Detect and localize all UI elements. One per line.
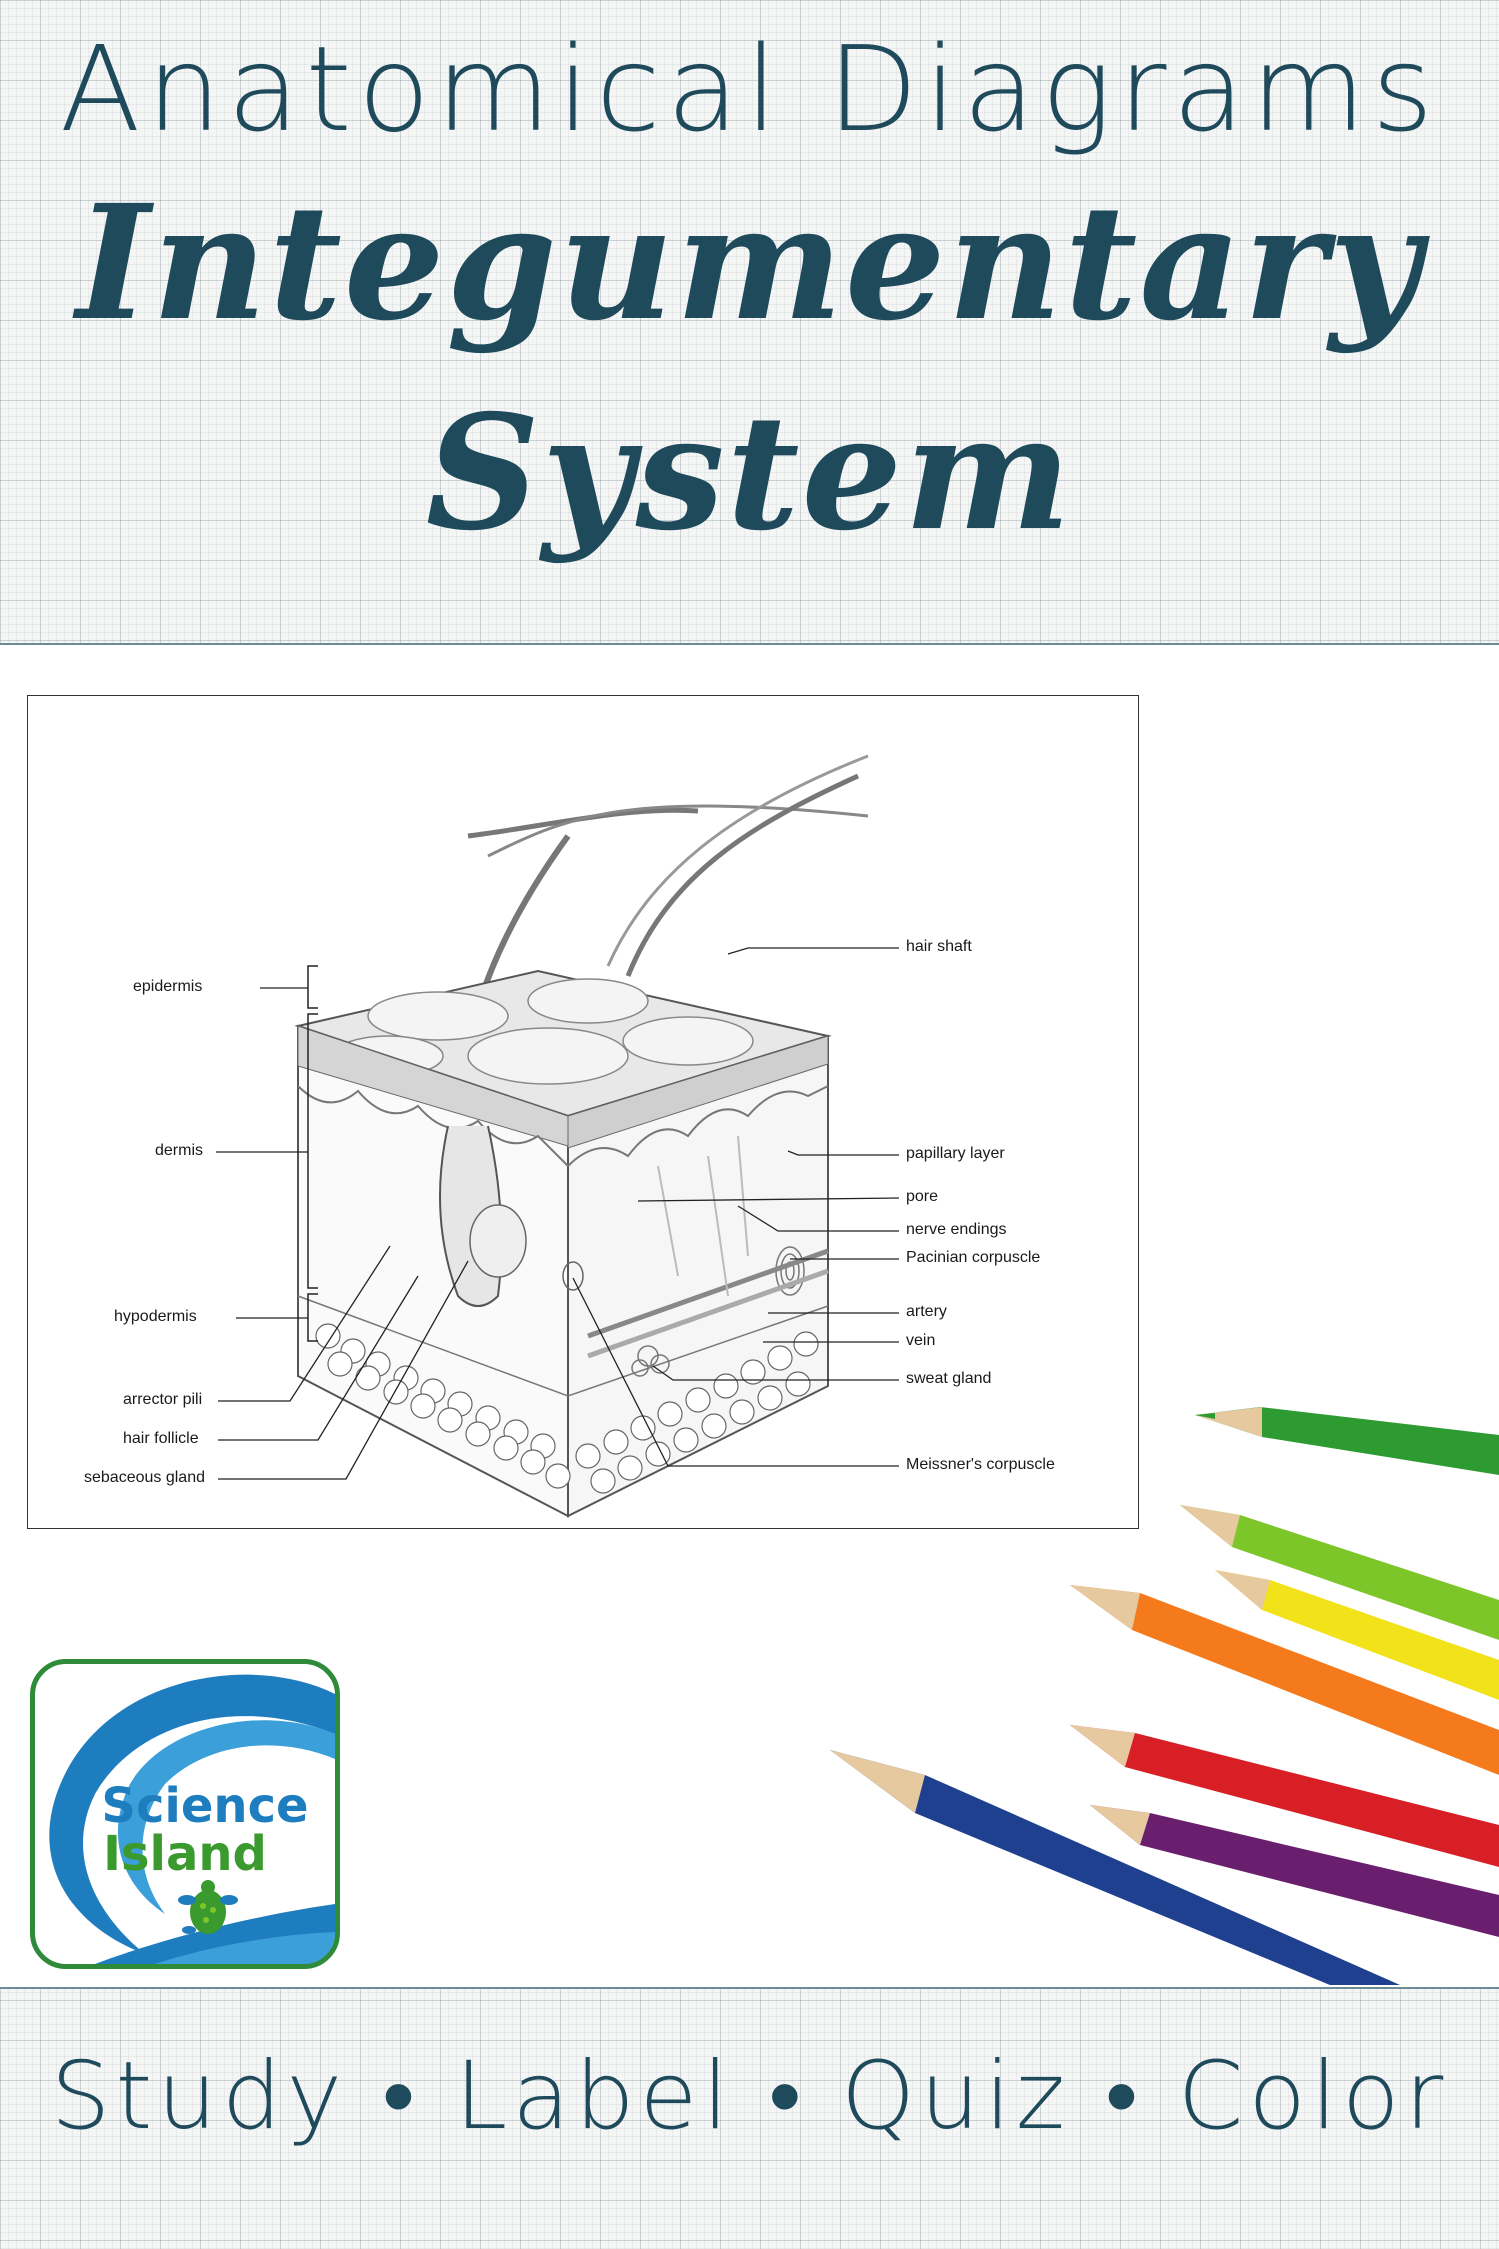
label-epidermis: epidermis bbox=[133, 978, 203, 995]
pencil-green-icon bbox=[1195, 1407, 1499, 1475]
label-sebaceous-gland: sebaceous gland bbox=[84, 1469, 205, 1486]
label-hair-shaft: hair shaft bbox=[906, 938, 972, 955]
label-hair-follicle: hair follicle bbox=[123, 1430, 199, 1447]
pencil-lightgreen-icon bbox=[1180, 1505, 1499, 1640]
content-panel: epidermis dermis hypodermis arrector pil… bbox=[0, 643, 1499, 1989]
subtitle-heading: Anatomical Diagrams bbox=[59, 20, 1440, 158]
wave-graphic bbox=[49, 1674, 335, 1964]
label-papillary-layer: papillary layer bbox=[906, 1145, 1005, 1162]
turtle-icon bbox=[178, 1880, 238, 1934]
label-hypodermis: hypodermis bbox=[114, 1308, 197, 1325]
skin-diagram: epidermis dermis hypodermis arrector pil… bbox=[27, 695, 1139, 1529]
label-pacinian-corpuscle: Pacinian corpuscle bbox=[906, 1249, 1041, 1266]
footer-tagline: Study • Label • Quiz • Color bbox=[50, 2042, 1449, 2151]
label-pore: pore bbox=[906, 1188, 939, 1205]
skin-cross-section-drawing bbox=[216, 754, 900, 1518]
label-sweat-gland: sweat gland bbox=[906, 1370, 992, 1387]
label-dermis: dermis bbox=[155, 1142, 204, 1159]
pencil-yellow-icon bbox=[1215, 1570, 1499, 1700]
label-arrector-pili: arrector pili bbox=[123, 1391, 203, 1408]
label-meissners-corpuscle: Meissner's corpuscle bbox=[906, 1456, 1055, 1473]
title-line-2: System bbox=[425, 381, 1074, 566]
pencil-orange-icon bbox=[1070, 1585, 1499, 1775]
label-nerve-endings: nerve endings bbox=[906, 1221, 1007, 1238]
logo-text-science: Science bbox=[101, 1778, 309, 1834]
label-vein: vein bbox=[906, 1332, 936, 1349]
logo-text-island: Island bbox=[103, 1826, 267, 1882]
pencil-blue-icon bbox=[830, 1750, 1400, 1985]
label-artery: artery bbox=[906, 1303, 947, 1320]
pencil-red-icon bbox=[1070, 1725, 1499, 1867]
science-island-logo: Science Island bbox=[30, 1659, 340, 1969]
title-line-1: Integumentary bbox=[76, 171, 1423, 356]
pencil-purple-icon bbox=[1090, 1805, 1499, 1937]
colored-pencils-photo bbox=[830, 1407, 1499, 1985]
